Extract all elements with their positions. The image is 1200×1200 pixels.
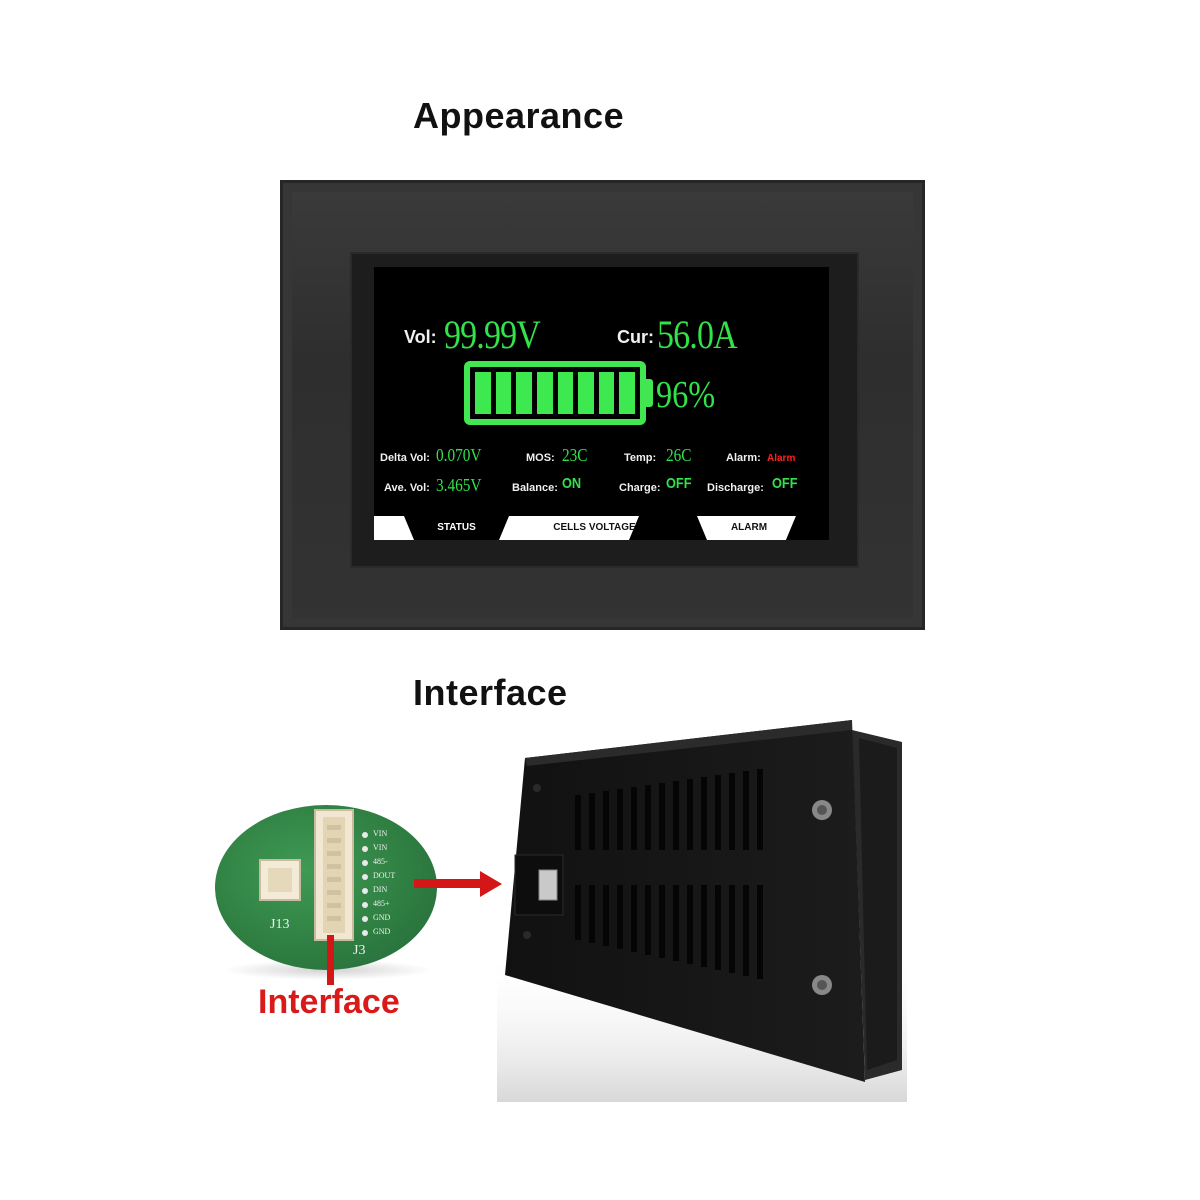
battery-gauge <box>464 361 646 425</box>
pin-label: GND <box>373 927 391 936</box>
j3-label: J3 <box>353 943 366 958</box>
alarm-value: Alarm <box>767 453 796 464</box>
delta-vol-value: 0.070V <box>436 445 482 465</box>
pcb-details <box>259 809 368 941</box>
tab-cells-voltage[interactable]: CELLS VOLTAGE <box>553 522 636 533</box>
voltage-label: Vol: <box>404 327 437 347</box>
battery-cell <box>598 372 615 414</box>
temp-label: Temp: <box>624 452 657 464</box>
charge-label: Charge: <box>619 482 661 494</box>
arrow-pointer-vertical <box>327 935 334 985</box>
battery-cell <box>578 372 594 414</box>
mos-label: MOS: <box>526 452 555 464</box>
battery-cell <box>557 372 574 414</box>
battery-percent: 96% <box>656 374 716 416</box>
discharge-label: Discharge: <box>707 482 764 494</box>
pin-label: 485- <box>373 857 388 866</box>
battery-cell <box>516 372 532 414</box>
current-value: 56.0A <box>657 312 738 357</box>
battery-terminal <box>646 379 653 407</box>
balance-value: ON <box>562 475 582 492</box>
pin-label: DIN <box>373 885 388 894</box>
voltage-value: 99.99V <box>444 312 541 357</box>
pin-label: VIN <box>373 843 388 852</box>
battery-cell <box>495 372 512 414</box>
tab-bar-shapes <box>374 516 829 540</box>
interface-heading: Interface <box>413 672 568 713</box>
pin-label: GND <box>373 913 391 922</box>
appearance-heading: Appearance <box>413 95 625 136</box>
discharge-value: OFF <box>772 475 798 492</box>
tab-alarm[interactable]: ALARM <box>730 522 768 533</box>
pin-label: 485+ <box>373 899 390 908</box>
j25-label: J25 <box>226 825 238 840</box>
tab-bar: STATUS CELLS VOLTAGE ALARM <box>374 516 829 540</box>
battery-cell <box>619 372 635 414</box>
temp-value: 26C <box>666 445 692 465</box>
ave-vol-label: Ave. Vol: <box>384 482 430 494</box>
interface-annotation: Interface <box>258 983 400 1021</box>
charge-value: OFF <box>666 475 692 492</box>
tab-status[interactable]: STATUS <box>437 522 476 533</box>
mos-value: 23C <box>562 445 588 465</box>
lcd-screen: Vol: 99.99V Cur: 56.0A 96% Delta Vol: 0.… <box>374 267 829 540</box>
j13-label: J13 <box>270 917 290 932</box>
battery-cell <box>536 372 553 414</box>
arrow-right <box>414 879 484 888</box>
battery-cell <box>475 372 491 414</box>
delta-vol-label: Delta Vol: <box>380 452 430 464</box>
pcb-closeup: J13 J25 J3 VIN VIN 485- DOUT DIN 485+ GN… <box>215 805 437 970</box>
current-label: Cur: <box>617 327 654 347</box>
pin-label: DOUT <box>373 871 396 880</box>
arrow-right-head <box>480 871 502 897</box>
pin-label: VIN <box>373 829 388 838</box>
device-back-photo <box>497 720 907 1102</box>
alarm-label: Alarm: <box>726 452 761 464</box>
ave-vol-value: 3.465V <box>436 475 482 495</box>
balance-label: Balance: <box>512 482 558 494</box>
